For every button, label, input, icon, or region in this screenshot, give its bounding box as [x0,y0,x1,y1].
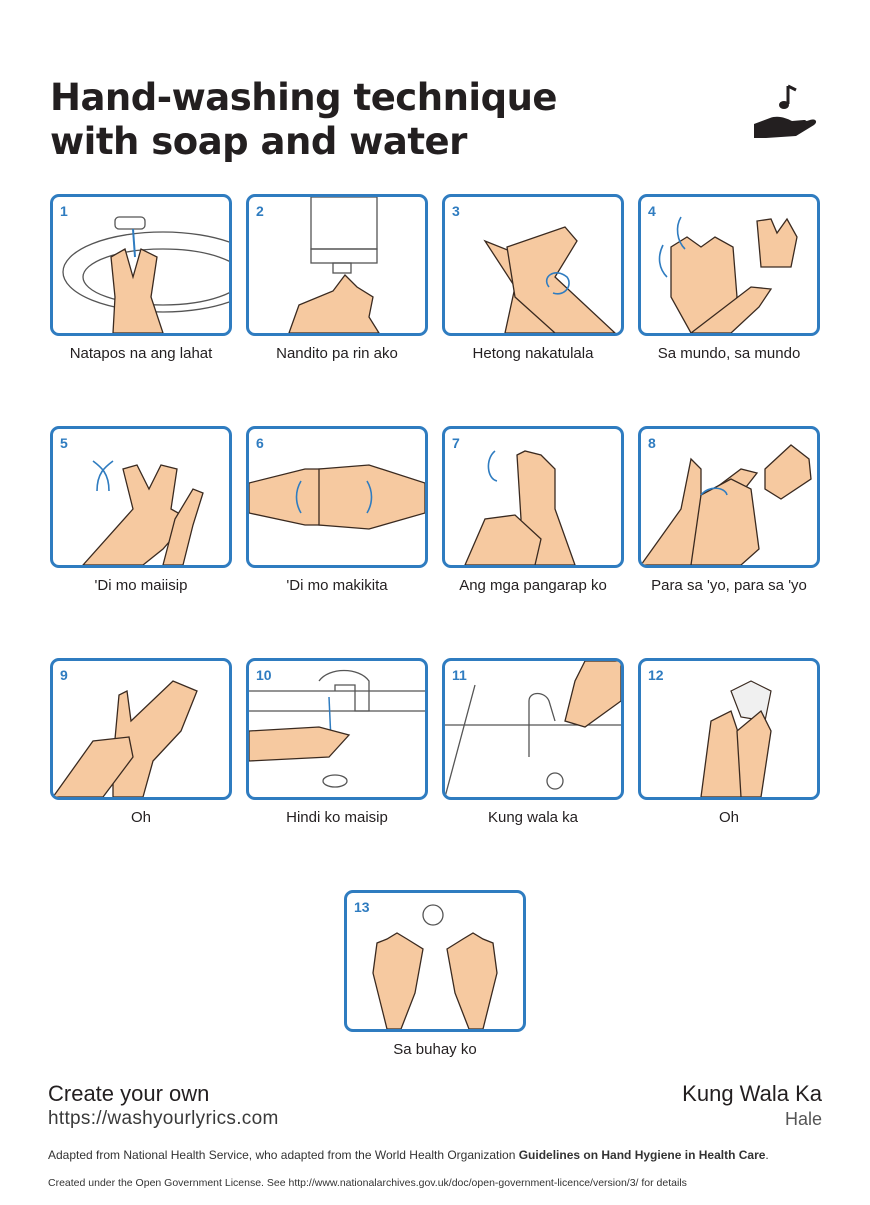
step-caption: Nandito pa rin ako [276,345,398,362]
step-card-3: 3 [442,194,624,336]
step-number: 4 [648,203,656,219]
step-number: 2 [256,203,264,219]
step-number: 7 [452,435,460,451]
step-number: 8 [648,435,656,451]
music-note-hand-icon [752,80,824,144]
step-number: 3 [452,203,460,219]
step-caption: Hindi ko maisip [286,809,388,826]
website-link[interactable]: https://washyourlyrics.com [48,1108,279,1129]
step-card-4: 4 [638,194,820,336]
attribution-prefix: Adapted from National Health Service, wh… [48,1148,519,1162]
page-title: Hand-washing technique with soap and wat… [50,76,558,164]
step-card-7: 7 [442,426,624,568]
step-caption: Natapos na ang lahat [69,345,213,362]
step-number: 5 [60,435,68,451]
step-caption: Hetong nakatulala [472,345,594,362]
step-card-13: 13 [344,890,526,1032]
rinse-under-tap-illustration [249,669,425,788]
step-number: 9 [60,667,68,683]
palm-to-palm-illustration [483,226,616,333]
turn-off-tap-with-towel-illustration [700,680,772,797]
step-caption: Oh [130,809,151,826]
step-card-6: 6 [246,426,428,568]
step-caption: Sa mundo, sa mundo [657,345,801,362]
step-card-12: 12 [638,658,820,800]
clean-hands-illustration [372,904,498,1029]
dry-with-towel-illustration [445,661,621,797]
interlaced-fingers-illustration [82,460,204,565]
thumb-rotation-illustration [464,450,576,565]
interlocked-fingers-illustration [249,464,425,530]
create-your-own-heading: Create your own [48,1081,210,1106]
step-number: 12 [648,667,664,683]
step-caption: Para sa 'yo, para sa 'yo [651,577,807,594]
step-caption: Oh [718,809,739,826]
step-card-1: 1 [50,194,232,336]
step-card-10: 10 [246,658,428,800]
attribution-guidelines-title: Guidelines on Hand Hygiene in Health Car… [518,1148,766,1162]
artist-name: Hale [784,1109,822,1129]
song-title: Kung Wala Ka [682,1081,822,1106]
step-card-9: 9 [50,658,232,800]
step-card-2: 2 [246,194,428,336]
step-caption: Kung wala ka [487,809,579,826]
soap-dispenser-illustration [288,197,380,333]
step-number: 6 [256,435,264,451]
sink-wet-hands-illustration [62,216,229,333]
title-line-2: with soap and water [50,120,467,163]
step-card-8: 8 [638,426,820,568]
step-card-5: 5 [50,426,232,568]
step-caption: Sa buhay ko [393,1041,477,1058]
step-caption: 'Di mo maiisip [94,577,188,594]
fingertips-in-palm-illustration [641,444,812,565]
rinse-hands-illustration [53,680,198,797]
step-number: 10 [256,667,272,683]
step-caption: Ang mga pangarap ko [459,577,607,594]
license-text: Created under the Open Government Licens… [48,1177,687,1189]
attribution-text: Adapted from National Health Service, wh… [48,1148,808,1162]
attribution-suffix: . [765,1148,769,1162]
step-number: 13 [354,899,370,915]
step-card-11: 11 [442,658,624,800]
step-number: 11 [452,667,467,683]
step-number: 1 [60,203,68,219]
step-caption: 'Di mo makikita [286,577,388,594]
title-line-1: Hand-washing technique [50,76,558,119]
back-of-hands-illustration [658,216,798,333]
